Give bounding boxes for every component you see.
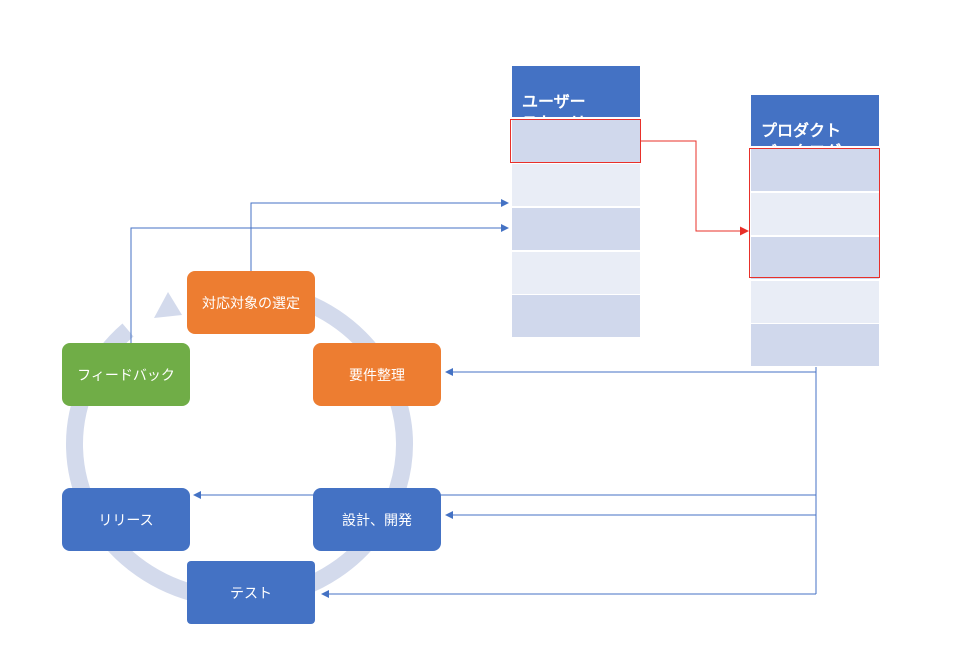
product-backlog-row <box>751 281 879 323</box>
node-requirements-label: 要件整理 <box>349 367 405 384</box>
node-feedback: フィードバック <box>62 343 190 406</box>
node-requirements: 要件整理 <box>313 343 441 406</box>
user-stories-row <box>512 252 640 294</box>
user-stories-row <box>512 164 640 206</box>
node-select-target: 対応対象の選定 <box>187 271 315 334</box>
product-backlog-row <box>751 193 879 235</box>
connector-feedback-to-stories <box>130 224 509 343</box>
product-backlog-row <box>751 324 879 366</box>
connector-stories-to-backlog <box>641 140 749 236</box>
product-backlog-row <box>751 149 879 191</box>
node-select-target-label: 対応対象の選定 <box>202 295 300 312</box>
node-release-label: リリース <box>98 512 154 529</box>
node-test: テスト <box>187 561 315 624</box>
user-stories-header: ユーザー ストーリー <box>512 66 640 132</box>
user-stories-selection-frame <box>510 119 641 163</box>
product-backlog-row <box>751 237 879 279</box>
node-release: リリース <box>62 488 190 551</box>
connector-select-to-stories-1 <box>250 199 509 271</box>
product-backlog-selection-frame <box>749 148 880 278</box>
user-stories-row <box>512 295 640 337</box>
user-stories-row <box>512 120 640 162</box>
node-design-development-label: 設計、開発 <box>342 512 412 529</box>
node-test-label: テスト <box>230 585 272 602</box>
node-design-development: 設計、開発 <box>313 488 441 551</box>
product-backlog-header: プロダクト バックログ <box>751 95 879 161</box>
user-stories-row <box>512 208 640 250</box>
cycle-ring-arrowhead <box>154 292 182 318</box>
node-feedback-label: フィードバック <box>77 367 175 384</box>
